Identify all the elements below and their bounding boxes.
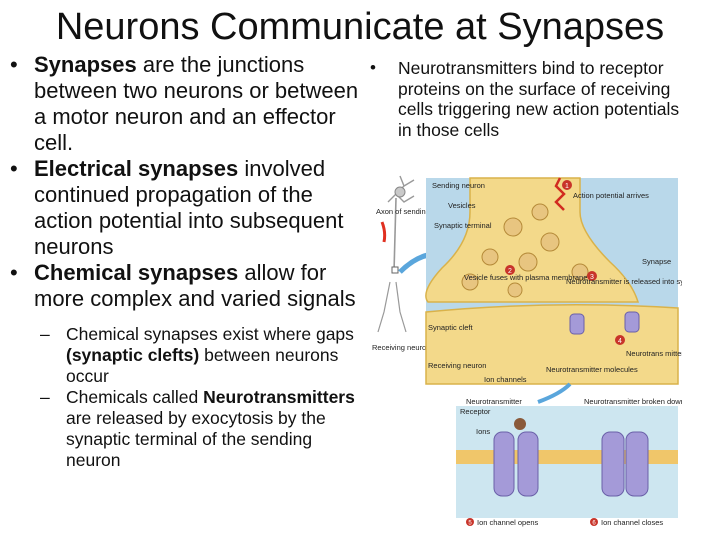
- neuron-thumbnail: [377, 175, 415, 333]
- bullet-electrical-synapses: •Electrical synapses involved continued …: [10, 156, 344, 259]
- ion-channels-label: Ion channels: [484, 375, 527, 384]
- step6-label: Ion channel closes: [601, 518, 663, 527]
- step3-label: Neurotransmitter is released into synapt…: [566, 277, 682, 286]
- svg-text:6: 6: [592, 521, 596, 527]
- bullet-chemical-synapses: •Chemical synapses allow for more comple…: [10, 260, 356, 311]
- left-column: •Synapses are the junctions between two …: [8, 52, 360, 471]
- step1-label: Action potential arrives: [573, 191, 649, 200]
- right-bullet: •Neurotransmitters bind to receptor prot…: [370, 58, 680, 140]
- synapse-label: Synapse: [642, 257, 671, 266]
- step2-label: Vesicle fuses with plasma membrane: [464, 273, 587, 282]
- sending-neuron-label: Sending neuron: [432, 181, 485, 190]
- sub-bullet-clefts: –Chemical synapses exist where gaps (syn…: [40, 324, 354, 386]
- bullet-bold: Electrical synapses: [34, 156, 239, 181]
- sub-bullet-neurotransmitters: –Chemicals called Neurotransmitters are …: [40, 387, 355, 470]
- bullet-bold: Chemical synapses: [34, 260, 239, 285]
- step4-label: Neurotrans mitter binds to receptor: [626, 349, 682, 358]
- synapse-figure: Axon of sending neuron Receiving neuron …: [372, 175, 682, 527]
- bullet-synapses: •Synapses are the junctions between two …: [10, 52, 359, 155]
- bullet-bold: Synapses: [34, 52, 137, 77]
- axon-label-1: Axon of sending neuron: [376, 207, 455, 216]
- neurotransmitter-label: Neurotransmitter: [466, 397, 522, 406]
- svg-text:2: 2: [508, 268, 512, 275]
- vesicles-label: Vesicles: [448, 201, 476, 210]
- synaptic-cleft-label: Synaptic cleft: [428, 323, 474, 332]
- nt-molecules-label: Neurotransmitter molecules: [546, 365, 638, 374]
- channel-open: [493, 418, 539, 497]
- channel-closed: [601, 431, 649, 497]
- receiving-neuron-label: Receiving neuron: [428, 361, 486, 370]
- slide-title: Neurons Communicate at Synapses: [55, 6, 665, 48]
- svg-text:5: 5: [468, 521, 472, 527]
- svg-text:3: 3: [590, 274, 594, 281]
- receptor-label: Receptor: [460, 407, 491, 416]
- receiving-neuron-shape: [425, 304, 679, 385]
- svg-text:1: 1: [565, 183, 569, 190]
- bullet-text: allow for more complex and varied signal…: [34, 260, 356, 311]
- vesicles: [461, 203, 589, 298]
- bullet-text: are the junctions between two neurons or…: [34, 52, 359, 155]
- nt-broken-label: Neurotransmitter broken down and release…: [584, 397, 682, 406]
- receiving-neuron-left-label: Receiving neuron: [372, 343, 430, 352]
- step5-label: Ion channel opens: [477, 518, 539, 527]
- synaptic-terminal-label: Synaptic terminal: [434, 221, 492, 230]
- svg-text:4: 4: [618, 338, 622, 345]
- bullet-text: involved continued propagation of the ac…: [34, 156, 344, 259]
- ions-label: Ions: [476, 427, 490, 436]
